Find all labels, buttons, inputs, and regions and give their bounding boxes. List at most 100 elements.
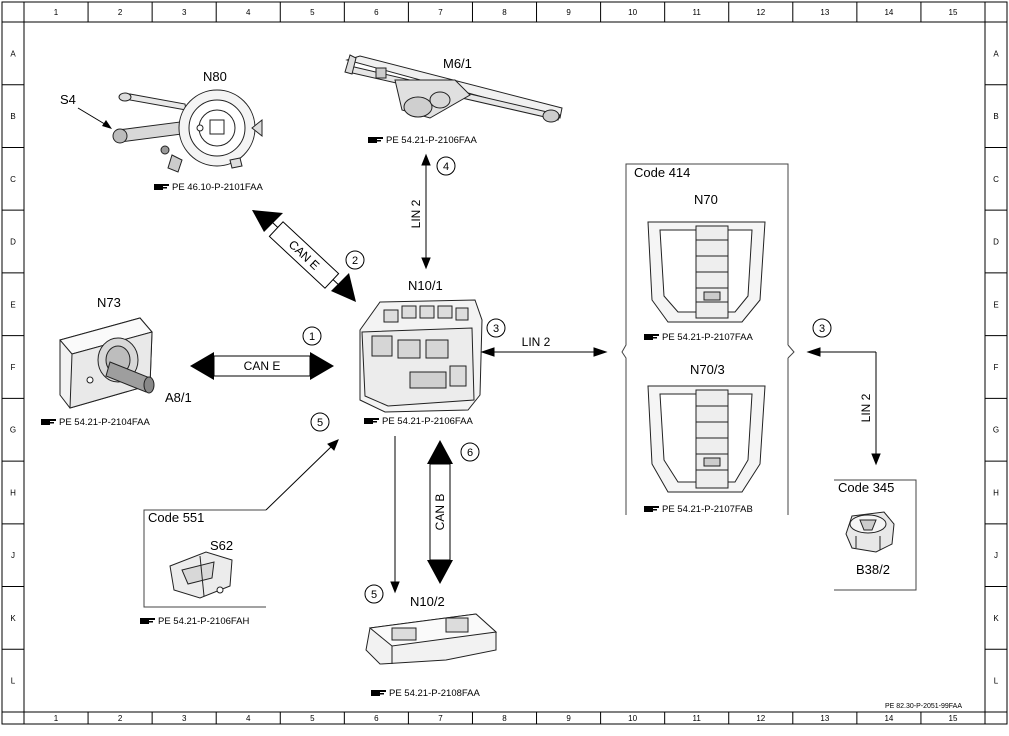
ref-n10-2[interactable]: PE 54.21-P-2108FAA: [389, 688, 480, 699]
lin2-link-mid: [480, 347, 608, 357]
column-label: 3: [182, 714, 187, 723]
hand-pointer-icon: [140, 618, 155, 624]
column-label: 5: [310, 8, 315, 17]
ref-n80[interactable]: PE 46.10-P-2101FAA: [172, 182, 263, 193]
grid-labels: 1122334455667788991010111112121313141415…: [10, 8, 999, 723]
marker-2: 2: [352, 255, 358, 267]
label-n70: N70: [694, 192, 718, 207]
bus-labels: CAN E CAN E LIN 2 LIN 2 LIN 2 CAN B: [244, 199, 873, 530]
row-label: J: [994, 551, 998, 560]
column-label: 11: [693, 714, 702, 723]
label-b38-2: B38/2: [856, 562, 890, 577]
column-label: 14: [884, 8, 893, 17]
row-label: B: [10, 112, 15, 121]
label-m6-1: M6/1: [443, 56, 472, 71]
code-345-group-frame: [834, 479, 917, 591]
row-label: A: [10, 49, 16, 58]
column-label: 5: [310, 714, 315, 723]
lin2-link-right: [806, 347, 881, 466]
row-label: A: [993, 49, 999, 58]
marker-circles: [302, 156, 832, 604]
ref-n70[interactable]: PE 54.21-P-2107FAA: [662, 332, 753, 343]
row-label: H: [993, 488, 999, 497]
n10-2-rear-sam[interactable]: [365, 613, 498, 665]
b38-2-rain-light-sensor[interactable]: [845, 511, 895, 553]
document-reference: PE 82.30-P-2051-99FAA: [885, 703, 962, 710]
marker-5b: 5: [371, 589, 377, 601]
marker-circle-3a: [486, 318, 506, 338]
column-label: 3: [182, 8, 187, 17]
column-label: 14: [884, 714, 893, 723]
n10-2-link-line: [390, 436, 400, 594]
row-label: K: [10, 614, 16, 623]
column-label: 7: [438, 8, 443, 17]
label-code-551: Code 551: [148, 510, 204, 525]
label-n10-2: N10/2: [410, 594, 445, 609]
column-label: 8: [502, 714, 507, 723]
can-b-link: [427, 440, 453, 584]
m6-1-wiper-linkage[interactable]: [344, 54, 563, 123]
label-s4: S4: [60, 92, 76, 107]
marker-6: 6: [467, 447, 473, 459]
column-label: 4: [246, 714, 251, 723]
marker-circle-2: [345, 250, 365, 270]
row-label: J: [11, 551, 15, 560]
component-labels: N80 S4 M6/1 N73 A8/1 N10/1 N70 N70/3 B38…: [60, 56, 894, 609]
row-label: D: [993, 238, 999, 247]
marker-circle-5a: [310, 412, 330, 432]
lin2-link-top: [421, 153, 431, 270]
column-label: 11: [693, 8, 702, 17]
column-label: 15: [949, 8, 958, 17]
label-lin2-mid: LIN 2: [522, 335, 551, 349]
column-label: 10: [628, 714, 637, 723]
ref-s62[interactable]: PE 54.21-P-2106FAH: [158, 616, 249, 627]
row-label: B: [993, 112, 998, 121]
ref-m6-1[interactable]: PE 54.21-P-2106FAA: [386, 135, 477, 146]
row-label: C: [993, 175, 999, 184]
label-lin2-top: LIN 2: [409, 199, 423, 228]
reference-texts: PE 46.10-P-2101FAA PE 54.21-P-2106FAA PE…: [59, 135, 753, 699]
row-label: H: [10, 488, 16, 497]
column-label: 13: [820, 8, 829, 17]
row-label: L: [11, 677, 16, 686]
marker-circle-4: [436, 156, 456, 176]
grid-ticks: [2, 2, 1007, 724]
marker-circle-5b: [364, 584, 384, 604]
ref-n70-3[interactable]: PE 54.21-P-2107FAB: [662, 504, 753, 515]
row-label: D: [10, 238, 16, 247]
n70-overhead-control-panel[interactable]: [647, 221, 766, 323]
hand-pointer-icon: [41, 419, 56, 425]
label-can-e-left: CAN E: [244, 359, 281, 373]
n10-1-sam-control-unit[interactable]: [359, 299, 483, 413]
reference-icons: [41, 137, 659, 696]
row-label: F: [11, 363, 16, 372]
marker-circle-1: [302, 326, 322, 346]
column-label: 9: [566, 8, 571, 17]
hand-pointer-icon: [644, 506, 659, 512]
n73-ignition-switch[interactable]: [59, 317, 155, 409]
s62-switch[interactable]: [169, 551, 233, 599]
label-can-b: CAN B: [433, 494, 447, 531]
marker-numbers: 1 2 3 3 4 5 5 6: [309, 161, 825, 601]
column-label: 8: [502, 8, 507, 17]
ref-n73[interactable]: PE 54.21-P-2104FAA: [59, 417, 150, 428]
column-label: 2: [118, 8, 123, 17]
row-label: G: [993, 426, 999, 435]
column-label: 7: [438, 714, 443, 723]
n70-3-overhead-control-panel[interactable]: [647, 385, 766, 493]
label-n10-1: N10/1: [408, 278, 443, 293]
marker-circle-6: [460, 442, 480, 462]
n80-steering-column-module[interactable]: [112, 89, 263, 173]
row-label: G: [10, 426, 16, 435]
column-label: 2: [118, 714, 123, 723]
column-label: 13: [820, 714, 829, 723]
label-n73: N73: [97, 295, 121, 310]
label-s62: S62: [210, 538, 233, 553]
marker-3b: 3: [819, 323, 825, 335]
ref-n10-1[interactable]: PE 54.21-P-2106FAA: [382, 416, 473, 427]
code-414-group-frame: [621, 163, 795, 515]
row-label: C: [10, 175, 16, 184]
